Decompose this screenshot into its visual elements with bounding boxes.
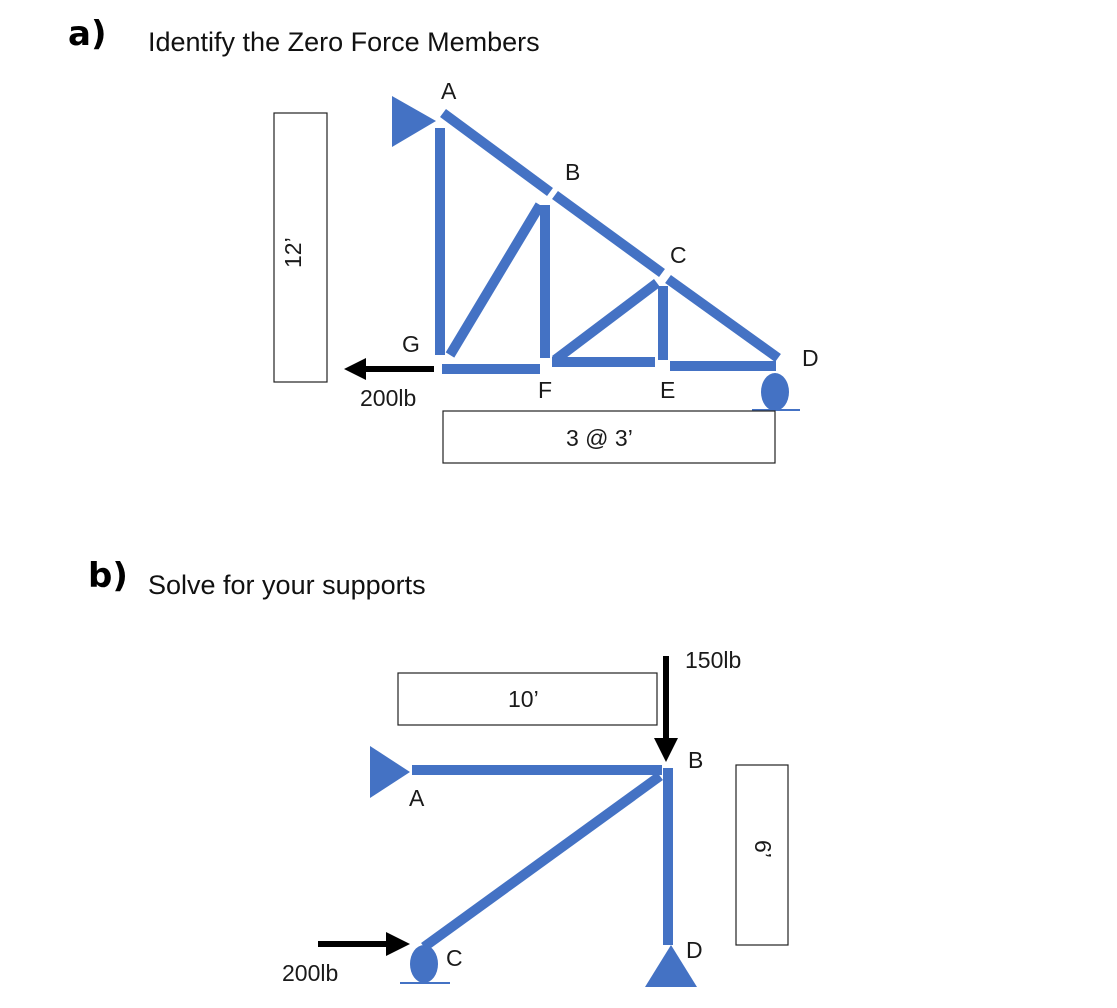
node-label-b: B: [565, 159, 580, 185]
height-dimension-box-b: [735, 764, 789, 946]
load-arrow-head-vertical-b: [654, 738, 678, 762]
member-bc: [552, 190, 665, 278]
node-label-d: D: [802, 345, 819, 371]
member-bc-b: [421, 771, 663, 952]
span-dimension-label-b: 10’: [508, 686, 539, 712]
part-b-marker: b): [88, 556, 128, 596]
node-label-c-b: C: [446, 945, 463, 971]
horizontal-load-label-b: 200lb: [282, 960, 338, 986]
node-label-a-b: A: [409, 785, 425, 811]
member-gb: [445, 202, 545, 358]
height-dimension-box-a: [273, 112, 328, 383]
roller-support-d: [761, 373, 789, 411]
node-label-d-b: D: [686, 937, 703, 963]
pin-support-a: [392, 96, 436, 147]
span-dimension-box-a: [442, 410, 776, 464]
part-a-marker: a): [68, 14, 107, 54]
load-label-a: 200lb: [360, 385, 416, 411]
load-arrow-head-horizontal-b: [386, 932, 410, 956]
node-label-e: E: [660, 377, 675, 403]
pin-support-d-b: [645, 945, 697, 987]
part-b-title: Solve for your supports: [148, 570, 426, 600]
roller-support-c-b: [410, 945, 438, 983]
node-label-c: C: [670, 242, 687, 268]
frame-b: [412, 765, 673, 952]
node-label-b-b: B: [688, 747, 703, 773]
pin-support-a-b: [370, 746, 410, 798]
span-dimension-label-a: 3 @ 3’: [566, 425, 633, 451]
member-cd: [665, 274, 781, 363]
vertical-load-label-b: 150lb: [685, 647, 741, 673]
node-label-a: A: [441, 78, 457, 104]
node-label-f: F: [538, 377, 552, 403]
span-dimension-box-b: [397, 672, 658, 726]
member-ab: [440, 108, 553, 197]
height-dimension-label-b: 6’: [750, 840, 776, 858]
height-dimension-label-a: 12’: [280, 237, 306, 268]
part-a-title: Identify the Zero Force Members: [148, 27, 540, 57]
load-arrow-head-a: [344, 358, 366, 380]
member-fc: [551, 279, 661, 364]
node-label-g: G: [402, 331, 420, 357]
truss-a: [435, 108, 781, 374]
